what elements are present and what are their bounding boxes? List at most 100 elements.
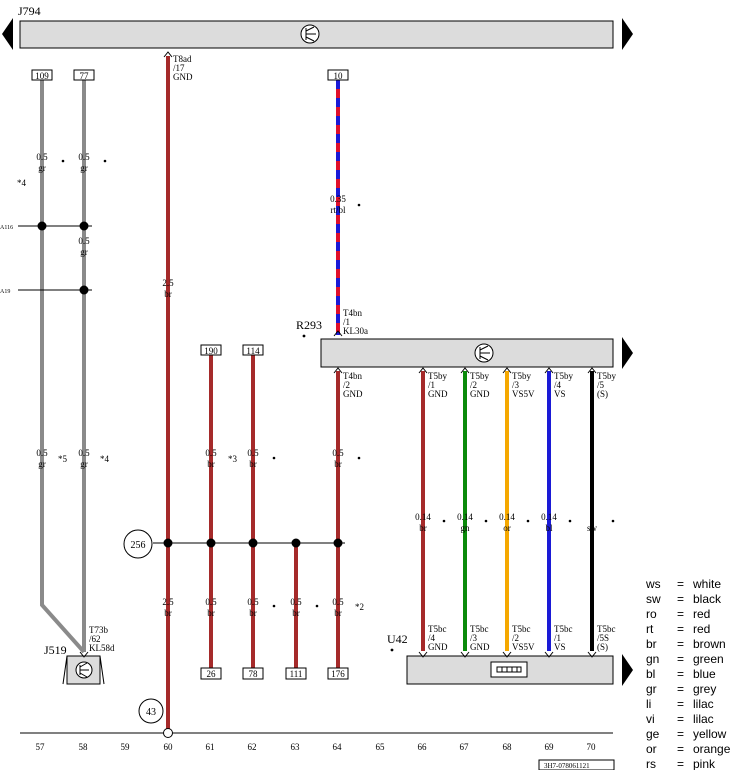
- svg-text:=: =: [677, 652, 684, 666]
- svg-text:rt: rt: [646, 622, 654, 636]
- r293-component-bar[interactable]: [320, 338, 614, 368]
- svg-text:brown: brown: [693, 637, 726, 651]
- connector-boxes-bottom: 26 78 111 176: [200, 667, 349, 680]
- note-star5: *5: [58, 454, 68, 464]
- note-star4-b: *4: [100, 454, 110, 464]
- node-43: 43: [138, 698, 164, 724]
- pin-t5by-5: T5by/5(S): [597, 371, 616, 399]
- right-continuation-arrow-3: [622, 654, 633, 686]
- wires: [18, 56, 613, 734]
- svg-text:=: =: [677, 577, 684, 591]
- svg-text:=: =: [677, 682, 684, 696]
- svg-text:256: 256: [131, 540, 146, 551]
- svg-text:=: =: [677, 637, 684, 651]
- svg-text:pink: pink: [693, 757, 716, 770]
- svg-text:br: br: [646, 637, 657, 651]
- left-continuation-arrow: [2, 18, 13, 50]
- j794-transistor-icon: [300, 24, 320, 44]
- svg-text:=: =: [677, 607, 684, 621]
- svg-text:=: =: [677, 667, 684, 681]
- connector-26: 26: [207, 669, 217, 679]
- svg-text:66: 66: [418, 742, 428, 752]
- connector-111: 111: [290, 669, 303, 679]
- pin-t5bc-5s: T5bc/5S(S): [597, 624, 616, 652]
- svg-text:black: black: [693, 592, 722, 606]
- column-numbers: 57 58 59 60 61 62 63 64 65 66 67 68 69 7…: [36, 742, 597, 752]
- svg-text:=: =: [677, 757, 684, 770]
- connector-boxes-top: 109 77 10 190 114: [31, 69, 349, 356]
- svg-text:67: 67: [460, 742, 470, 752]
- svg-text:rs: rs: [646, 757, 656, 770]
- node-256: 256: [123, 529, 153, 559]
- svg-text:white: white: [692, 577, 721, 591]
- svg-text:69: 69: [545, 742, 555, 752]
- svg-text:64: 64: [333, 742, 343, 752]
- right-continuation-arrow: [622, 18, 633, 50]
- usb-socket-icon: [490, 661, 528, 678]
- doc-code-box: [538, 759, 615, 770]
- note-star2: *2: [355, 602, 364, 612]
- svg-text:60: 60: [164, 742, 174, 752]
- svg-text:62: 62: [248, 742, 257, 752]
- connector-109: 109: [35, 71, 49, 81]
- svg-text:vi: vi: [646, 712, 655, 726]
- svg-text:blue: blue: [693, 667, 716, 681]
- svg-text:sw: sw: [646, 592, 661, 606]
- j794-label: J794: [18, 4, 41, 18]
- svg-text:li: li: [646, 697, 651, 711]
- svg-text:58: 58: [79, 742, 89, 752]
- svg-text:lilac: lilac: [693, 712, 714, 726]
- junction-dots: [37, 221, 343, 548]
- svg-text:yellow: yellow: [693, 727, 727, 741]
- marker-dots: [61, 159, 615, 608]
- svg-text:grey: grey: [693, 682, 716, 696]
- svg-text:68: 68: [503, 742, 513, 752]
- wire-grey-57[interactable]: [40, 80, 86, 654]
- annotations: *4 *5 *4 *3 *2 A116 A19: [0, 178, 364, 612]
- note-star4-a: *4: [17, 178, 27, 188]
- svg-text:=: =: [677, 697, 684, 711]
- ground-terminal: [163, 728, 173, 738]
- svg-text:43: 43: [146, 707, 156, 718]
- svg-text:orange: orange: [693, 742, 731, 756]
- svg-text:=: =: [677, 592, 684, 606]
- doc-code: 3H7-078061121: [544, 762, 590, 770]
- svg-text:ro: ro: [646, 607, 657, 621]
- svg-text:70: 70: [587, 742, 597, 752]
- right-continuation-arrow-2: [622, 337, 633, 369]
- connector-176: 176: [331, 669, 345, 679]
- r293-label: R293: [296, 318, 322, 332]
- svg-text:63: 63: [291, 742, 301, 752]
- svg-text:61: 61: [206, 742, 215, 752]
- side-label-a19: A19: [0, 289, 10, 295]
- svg-text:bl: bl: [646, 667, 655, 681]
- svg-text:or: or: [646, 742, 657, 756]
- svg-text:ws: ws: [645, 577, 661, 591]
- svg-text:lilac: lilac: [693, 697, 714, 711]
- color-legend: ws=white sw=black ro=red rt=red br=brown…: [645, 577, 731, 770]
